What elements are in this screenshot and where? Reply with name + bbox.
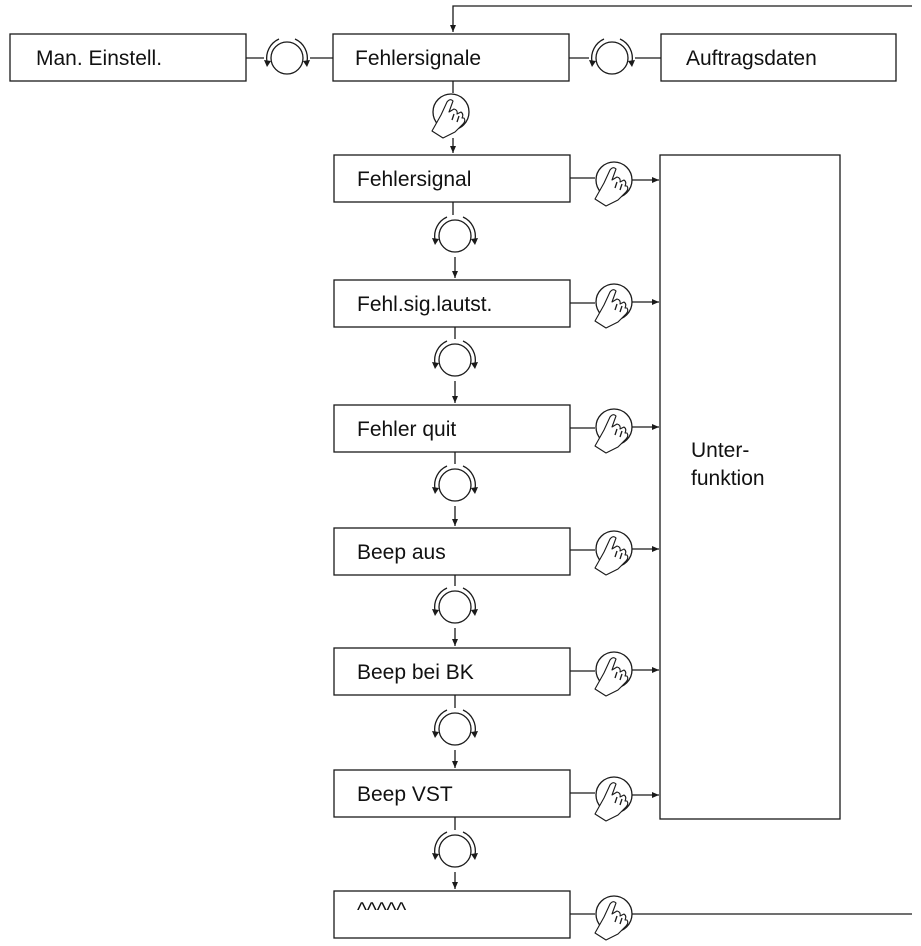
press-dial-icon [594, 161, 633, 207]
press-dial-icon [431, 93, 470, 139]
rotate-dial-icon [431, 216, 479, 253]
rotate-dial-icon [431, 340, 479, 377]
press-dial-icon [594, 651, 633, 697]
rotate-dial-icon [263, 38, 311, 75]
menu-box-beep-bei-bk[interactable] [333, 647, 571, 696]
rotate-dial-icon [431, 587, 479, 624]
rotate-dial-icon [431, 465, 479, 502]
menu-label-man-einstell: Man. Einstell. [36, 47, 162, 70]
menu-label-fehlersignal: Fehlersignal [357, 168, 471, 191]
subfunction-box [659, 154, 841, 820]
press-dial-icon [594, 530, 633, 576]
subfunction-label-line2: funktion [691, 467, 765, 490]
menu-label-beep-vst: Beep VST [357, 783, 453, 806]
subfunction-block: Unter- funktion [659, 154, 841, 820]
menu-label-beep-bei-bk: Beep bei BK [357, 661, 474, 684]
press-dial-icon [594, 283, 633, 329]
submenu-column: Fehlersignal Fehl.sig.lautst. Fehler qui… [333, 154, 912, 941]
press-dial-icon [594, 776, 633, 822]
menu-label-auftragsdaten: Auftragsdaten [686, 47, 817, 70]
menu-box-auftragsdaten[interactable] [660, 33, 897, 82]
menu-box-fehlersignal[interactable] [333, 154, 571, 203]
rotate-dial-icon [588, 38, 636, 75]
rotate-dial-icon [431, 709, 479, 746]
menu-label-beep-aus: Beep aus [357, 541, 446, 564]
subfunction-label-line1: Unter- [691, 439, 749, 462]
rotate-dial-icon [431, 831, 479, 868]
menu-label-fehler-quit: Fehler quit [357, 418, 456, 441]
menu-label-end-marker: ^^^^^ [357, 899, 406, 922]
menu-label-fehl-sig-lautst: Fehl.sig.lautst. [357, 293, 492, 316]
menu-box-end-marker[interactable] [333, 890, 571, 939]
menu-box-fehlersignale[interactable] [332, 33, 570, 82]
top-row: Man. Einstell. Fehlersignale Auftragsdat… [9, 5, 912, 82]
press-dial-icon [594, 895, 633, 941]
menu-label-fehlersignale: Fehlersignale [355, 47, 481, 70]
menu-box-man-einstell[interactable] [9, 33, 247, 82]
menu-box-fehler-quit[interactable] [333, 404, 571, 453]
menu-box-beep-aus[interactable] [333, 527, 571, 576]
return-arrow [450, 5, 912, 32]
press-dial-icon [594, 408, 633, 454]
